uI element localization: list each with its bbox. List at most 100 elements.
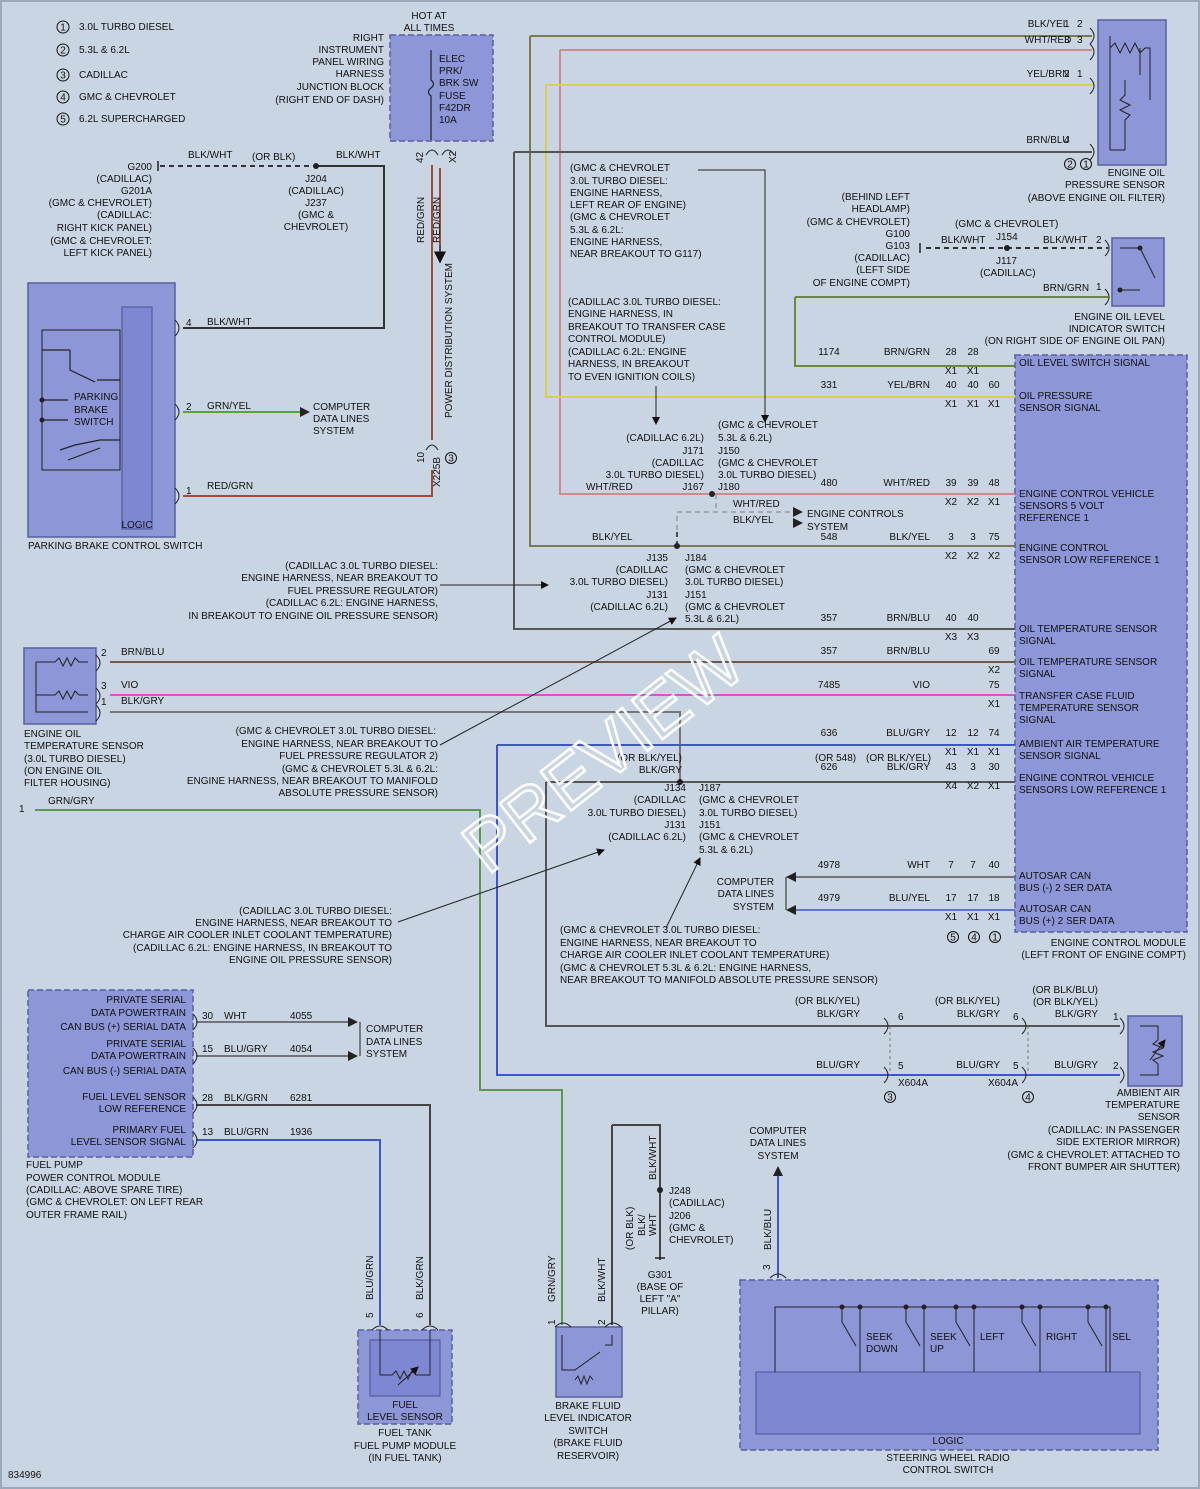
svg-text:1: 1 — [1083, 160, 1089, 171]
svg-text:(CADILLAC 6.2L: ENGINE HARNESS: (CADILLAC 6.2L: ENGINE HARNESS, IN BREAK… — [133, 943, 392, 954]
svg-text:BREAKOUT TO TRANSFER CASE: BREAKOUT TO TRANSFER CASE — [568, 322, 726, 333]
svg-text:BLK/WHT: BLK/WHT — [597, 1258, 608, 1302]
ecm-connector: X2 — [988, 551, 1001, 562]
ecm-pin: 40 — [967, 380, 979, 391]
svg-text:YEL/BRN: YEL/BRN — [1027, 69, 1070, 80]
fuse-block: HOT AT ALL TIMES RIGHT INSTRUMENT PANEL … — [275, 11, 494, 487]
ecm-circuit-number: 480 — [821, 478, 838, 489]
ecm-pin: 48 — [988, 478, 1000, 489]
svg-text:3: 3 — [1077, 35, 1083, 46]
svg-text:(ON ENGINE OIL: (ON ENGINE OIL — [24, 766, 103, 777]
svg-text:CHEVROLET): CHEVROLET) — [284, 222, 348, 233]
svg-text:(CADILLAC: IN PASSENGER: (CADILLAC: IN PASSENGER — [1048, 1125, 1180, 1136]
svg-text:(OR BLK/YEL): (OR BLK/YEL) — [1033, 997, 1098, 1008]
svg-text:PRIVATE SERIAL: PRIVATE SERIAL — [106, 1039, 186, 1050]
ecm-signal-label: SIGNAL — [1019, 669, 1056, 680]
svg-text:15: 15 — [202, 1044, 214, 1055]
svg-text:GRN/YEL: GRN/YEL — [207, 401, 251, 412]
svg-text:(GMC & CHEVROLET 3.0L TURBO DI: (GMC & CHEVROLET 3.0L TURBO DIESEL: — [236, 726, 436, 737]
radio-button-label: RIGHT — [1046, 1332, 1077, 1343]
svg-text:PILLAR): PILLAR) — [641, 1306, 679, 1317]
svg-text:SYSTEM: SYSTEM — [313, 426, 354, 437]
svg-text:BRK SW: BRK SW — [439, 78, 479, 89]
ecm-signal-label: OIL PRESSURE — [1019, 391, 1093, 402]
svg-text:(OR BLK): (OR BLK) — [252, 152, 295, 163]
svg-text:(RIGHT END OF DASH): (RIGHT END OF DASH) — [275, 95, 384, 106]
ecm-pin: 39 — [945, 478, 957, 489]
ecm-connector: X1 — [945, 912, 958, 923]
radio-button-label: LEFT — [980, 1332, 1004, 1343]
svg-text:LEFT KICK PANEL): LEFT KICK PANEL) — [63, 248, 152, 259]
engine-control-module: ENGINE CONTROL MODULE (LEFT FRONT OF ENG… — [1014, 354, 1188, 961]
engine-oil-temperature-sensor: 2 BRN/BLU 3 VIO 1 BLK/GRY ENGINE OIL TEM… — [23, 647, 164, 789]
svg-text:(BRAKE FLUID: (BRAKE FLUID — [554, 1438, 623, 1449]
svg-text:SWITCH: SWITCH — [568, 1426, 607, 1437]
svg-text:TEMPERATURE: TEMPERATURE — [1105, 1100, 1180, 1111]
ecm-signal-label: AUTOSAR CAN — [1019, 904, 1091, 915]
engine-oil-pressure-sensor: BLK/YEL 1 2 WHT/RED 3 3 YEL/BRN 2 1 BRN/… — [1025, 19, 1167, 204]
ecm-wire-color: WHT — [907, 860, 930, 871]
svg-text:LEFT REAR OF ENGINE): LEFT REAR OF ENGINE) — [570, 200, 686, 211]
fuel-pump-power-control-module: PRIVATE SERIAL DATA POWERTRAIN CAN BUS (… — [26, 989, 423, 1221]
svg-text:TO EVEN IGNITION COILS): TO EVEN IGNITION COILS) — [568, 372, 695, 383]
svg-text:BLK/GRN: BLK/GRN — [224, 1093, 268, 1104]
svg-text:BLK/WHT: BLK/WHT — [1043, 235, 1087, 246]
svg-text:PARKING BRAKE CONTROL SWITCH: PARKING BRAKE CONTROL SWITCH — [28, 541, 202, 552]
ambient-air-temperature-sensor: (OR BLK/YEL) BLK/GRY (OR BLK/YEL) BLK/GR… — [795, 985, 1183, 1173]
svg-text:X225B: X225B — [432, 457, 443, 487]
ecm-signal-label: ENGINE CONTROL — [1019, 543, 1109, 554]
ecm-pin: 12 — [967, 728, 979, 739]
ground-g200: G200 (CADILLAC) G201A (GMC & CHEVROLET) … — [49, 150, 381, 259]
ecm-connector: X1 — [988, 747, 1001, 758]
svg-text:NEAR BREAKOUT TO MANIFOLD ABSO: NEAR BREAKOUT TO MANIFOLD ABSOLUTE PRESS… — [560, 975, 878, 986]
svg-text:3.0L TURBO DIESEL): 3.0L TURBO DIESEL) — [588, 808, 686, 819]
svg-text:WHT: WHT — [224, 1011, 247, 1022]
svg-text:COMPUTER: COMPUTER — [366, 1024, 423, 1035]
ecm-circuit-number: 357 — [821, 613, 838, 624]
svg-text:GRN/GRY: GRN/GRY — [48, 796, 95, 807]
ecm-connector: X1 — [967, 399, 980, 410]
svg-text:OF ENGINE COMPT): OF ENGINE COMPT) — [813, 278, 910, 289]
svg-text:BLU/GRY: BLU/GRY — [816, 1060, 860, 1071]
svg-text:(CADILLAC:: (CADILLAC: — [97, 210, 152, 221]
svg-text:3.0L TURBO DIESEL: 3.0L TURBO DIESEL — [79, 22, 174, 33]
svg-text:4: 4 — [60, 93, 66, 104]
svg-text:X2: X2 — [448, 150, 459, 163]
svg-text:RESERVOIR): RESERVOIR) — [557, 1451, 619, 1462]
ecm-wire-color: VIO — [913, 680, 930, 691]
ecm-signal-label: AUTOSAR CAN — [1019, 871, 1091, 882]
svg-text:J184: J184 — [685, 553, 707, 564]
ecm-cdls: COMPUTER DATA LINES SYSTEM (OR 548) (OR … — [717, 753, 1001, 944]
svg-text:5: 5 — [60, 115, 66, 126]
svg-text:RED/GRN: RED/GRN — [432, 197, 443, 243]
svg-text:BRN/BLU: BRN/BLU — [1026, 135, 1069, 146]
svg-text:INDICATOR SWITCH: INDICATOR SWITCH — [1069, 324, 1165, 335]
svg-text:ALL TIMES: ALL TIMES — [404, 23, 455, 34]
ecm-pin: 75 — [988, 680, 1000, 691]
svg-text:ENGINE CONTROLS: ENGINE CONTROLS — [807, 509, 904, 520]
svg-text:PRIMARY FUEL: PRIMARY FUEL — [112, 1125, 186, 1136]
svg-text:3.0L TURBO DIESEL): 3.0L TURBO DIESEL) — [685, 577, 783, 588]
svg-text:BLK/WHT: BLK/WHT — [648, 1136, 659, 1180]
ecm-circuit-number: 331 — [821, 380, 838, 391]
radio-button-label: SEEK — [930, 1332, 957, 1343]
ecm-pin: 39 — [967, 478, 979, 489]
svg-text:1: 1 — [1064, 19, 1070, 30]
ecm-pin: 17 — [967, 893, 979, 904]
ecm-pin: 60 — [988, 380, 1000, 391]
svg-text:(CADILLAC): (CADILLAC) — [669, 1198, 725, 1209]
ecm-pin: 43 — [945, 762, 957, 773]
svg-text:(LEFT SIDE: (LEFT SIDE — [856, 265, 910, 276]
ecm-connector: X4 — [945, 781, 958, 792]
ecm-wire-color: BLU/GRY — [886, 728, 930, 739]
svg-text:BLK/GRY: BLK/GRY — [639, 765, 682, 776]
svg-text:J206: J206 — [669, 1211, 691, 1222]
svg-text:FUEL: FUEL — [392, 1400, 418, 1411]
svg-text:1: 1 — [60, 23, 66, 34]
svg-text:ENGINE CONTROL MODULE: ENGINE CONTROL MODULE — [1051, 938, 1187, 949]
ecm-connector: X2 — [967, 497, 980, 508]
